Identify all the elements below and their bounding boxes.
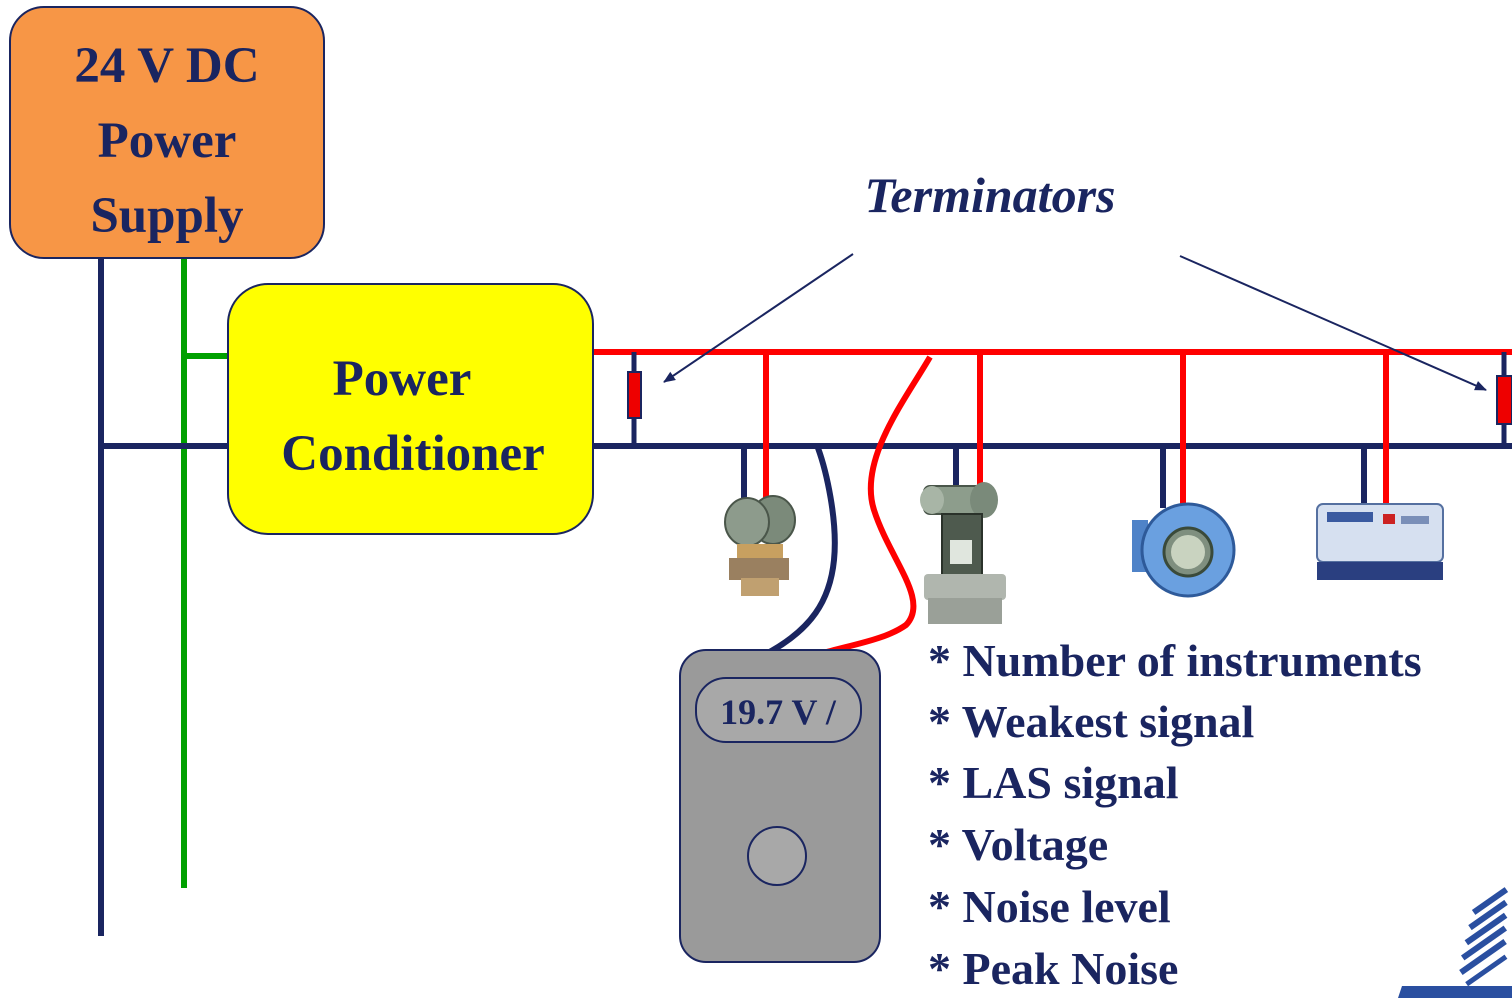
power-supply-line2: Power	[98, 113, 237, 169]
measurement-item: * Noise level	[928, 881, 1171, 932]
measurement-list: * Number of instruments * Weakest signal…	[928, 635, 1422, 994]
measurement-item: * Voltage	[928, 819, 1108, 870]
voltmeter: 19.7 V /	[679, 649, 881, 963]
meter-reading: 19.7 V /	[720, 692, 837, 732]
power-conditioner-line1: Power	[333, 351, 472, 407]
control-valve-icon	[920, 482, 1006, 624]
measurement-item: * Weakest signal	[928, 696, 1254, 747]
power-supply-line1: 24 V DC	[74, 38, 259, 94]
measurement-item: * LAS signal	[928, 757, 1179, 808]
temperature-transmitter-icon	[1132, 502, 1236, 598]
meter-red-lead	[819, 355, 933, 657]
measurement-item: * Peak Noise	[928, 943, 1178, 994]
emerson-logo	[1398, 887, 1512, 998]
power-supply-line3: Supply	[90, 188, 243, 244]
terminator-arrow-left	[663, 253, 854, 383]
power-supply-box: 24 V DC Power Supply	[9, 6, 325, 259]
power-conditioner-box: Power Conditioner	[227, 283, 594, 535]
power-conditioner-line2: Conditioner	[281, 426, 545, 482]
measurement-item: * Number of instruments	[928, 635, 1422, 686]
meter-display	[695, 677, 862, 743]
terminator-right	[1496, 375, 1512, 425]
meter-dial	[747, 826, 807, 886]
terminators-label: Terminators	[864, 167, 1115, 223]
wiring	[98, 258, 1512, 936]
pressure-transmitter-icon	[724, 495, 796, 596]
io-module-icon	[1316, 503, 1444, 580]
terminator-arrow-right	[1179, 255, 1487, 391]
meter-navy-lead	[762, 446, 838, 658]
terminator-left	[627, 371, 642, 419]
